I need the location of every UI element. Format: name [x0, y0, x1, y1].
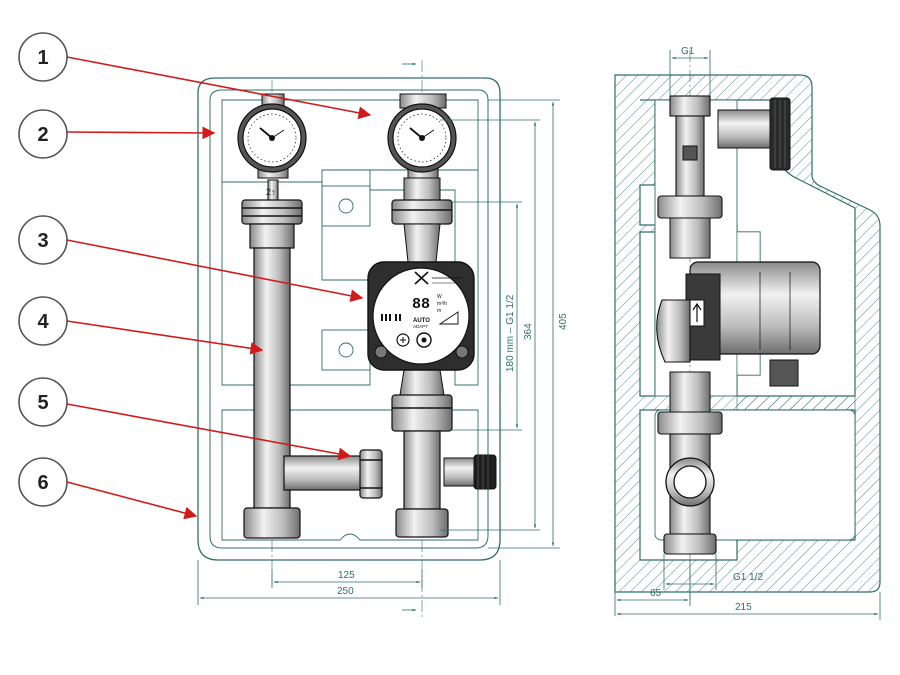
insulation-outer-shell	[197, 77, 501, 561]
pump-screw-icon	[374, 345, 388, 359]
dim-pipe-spacing: 125	[338, 570, 355, 581]
callout-1: 1	[18, 32, 372, 120]
dim-height-total: 405	[558, 313, 569, 330]
pump-indicator-bars	[381, 314, 401, 321]
callout-5: 5	[18, 377, 352, 461]
pump-unit-m3h: m³/h	[437, 301, 447, 307]
callout-3: 3	[18, 215, 364, 303]
dim-top-thread: G1	[681, 46, 695, 57]
callout-4: 4	[18, 296, 264, 355]
flow-direction-arrow-icon	[692, 302, 702, 322]
pump-unit-m: m	[437, 308, 441, 314]
pump-screw-icon	[455, 345, 469, 359]
insulation-segment-right	[369, 169, 479, 386]
bypass-ball-valve	[283, 449, 497, 499]
callout-6-label: 6	[37, 472, 48, 494]
dim-height-inner: 364	[523, 323, 534, 340]
pump-logo-icon	[414, 271, 429, 285]
insulation-hole-upper	[338, 198, 354, 214]
callouts: 1 2 3 4 5 6	[18, 32, 372, 520]
callout-2-label: 2	[37, 124, 48, 146]
pump-mode-label: AUTO	[413, 318, 430, 324]
dim-offset: 65	[650, 588, 662, 599]
callout-4-label: 4	[37, 311, 49, 333]
dim-width-total: 250	[337, 586, 354, 597]
callout-1-label: 1	[37, 47, 48, 69]
pump-unit-w: W	[437, 294, 442, 300]
circulation-pump: 88 W m³/h m AUTO ADAPT	[367, 261, 475, 371]
left-return-pipe: 2↑	[241, 93, 303, 539]
insulation-cutout-upper	[321, 185, 371, 227]
side-view: G1 G1 1/2 65 215	[614, 46, 881, 620]
insulation-hole-lower	[338, 342, 354, 358]
dim-pump-length: 180 mm – G1 1/2	[505, 294, 516, 372]
insulation-inner-shell	[209, 89, 489, 549]
pump-curve-icon	[438, 311, 459, 325]
dim-bottom-thread: G1 1/2	[733, 572, 763, 583]
side-dimensions: G1 G1 1/2 65 215	[614, 46, 881, 620]
thermometer-right	[387, 93, 457, 179]
front-dimensions: 250 125 405 364 180 mm – G1 1/2	[197, 99, 569, 605]
pump-mode-sub: ADAPT	[413, 324, 428, 329]
front-view: 2↑	[197, 60, 569, 618]
insulation-cutout-lower	[321, 329, 371, 371]
insulation-segment-bottom	[221, 409, 479, 541]
callout-5-label: 5	[37, 392, 48, 414]
callout-2: 2	[18, 109, 216, 159]
thermometer-left	[237, 103, 307, 179]
callout-6: 6	[18, 457, 198, 520]
right-supply-line	[391, 177, 453, 538]
valve-flow-label: 2↑	[266, 187, 276, 197]
callout-3-label: 3	[37, 230, 48, 252]
pump-display-digits: 88	[412, 296, 430, 313]
dim-depth-total: 215	[735, 602, 752, 613]
side-pipe-assembly	[656, 95, 821, 555]
